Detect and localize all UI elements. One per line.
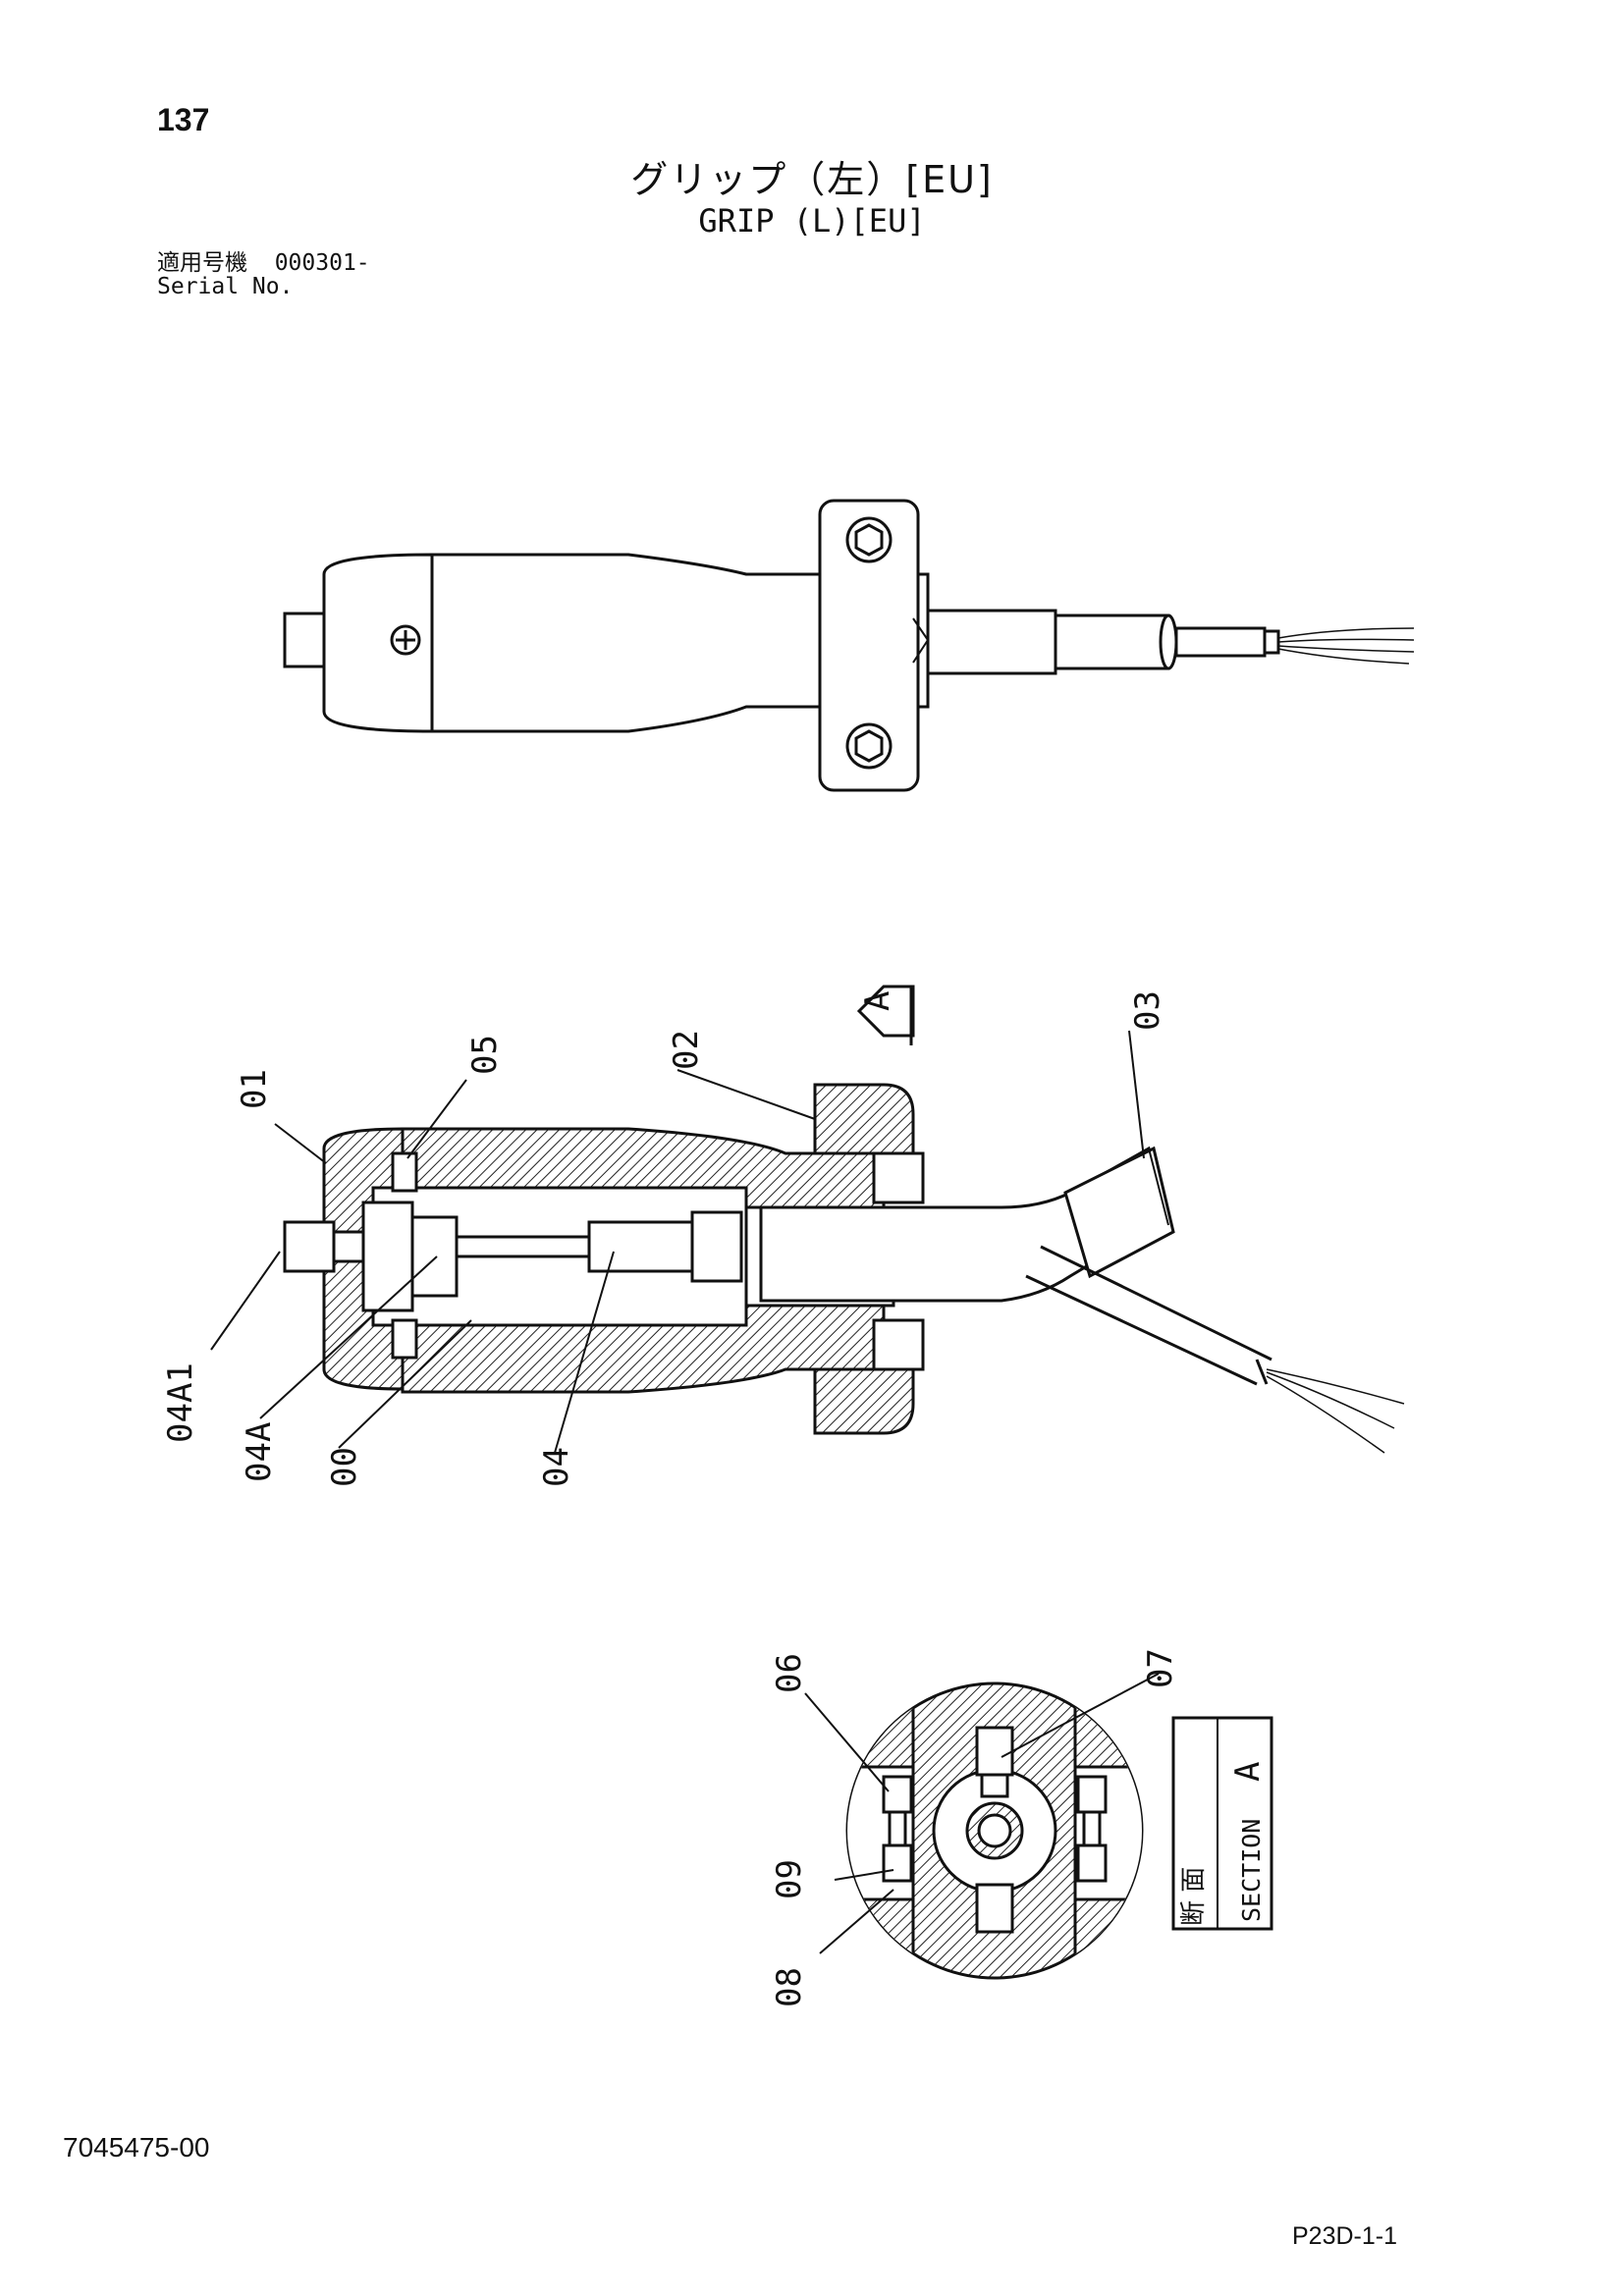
serial-value: 000301- (274, 250, 370, 276)
callout-04: 04 (537, 1447, 576, 1487)
clamp-bolt-upper-icon (845, 516, 893, 563)
leader-lines-section-a (804, 1673, 1160, 1954)
callout-09: 09 (770, 1859, 809, 1899)
section-box-label-en: SECTION (1237, 1819, 1266, 1922)
callout-02: 02 (667, 1030, 706, 1070)
callout-03: 03 (1128, 990, 1167, 1031)
grip-top-end-cap (283, 612, 326, 668)
callout-04A1: 04A1 (161, 1362, 200, 1443)
grip-top-shaft (926, 609, 1057, 675)
callout-01: 01 (235, 1069, 274, 1109)
page-reference: P23D-1-1 (1292, 2222, 1397, 2250)
serial-label-jp: 適用号機 (157, 250, 247, 276)
callout-04A: 04A (240, 1422, 279, 1482)
section-box-letter: A (1228, 1762, 1268, 1782)
section-box-label-jp: 断 面 (1179, 1867, 1209, 1926)
title-english: GRIP (L)[EU] (698, 202, 926, 240)
section-clamp-upper (813, 1083, 915, 1155)
callout-07: 07 (1141, 1648, 1180, 1688)
grip-top-body (430, 553, 822, 733)
section-button (283, 1220, 336, 1273)
serial-info: 適用号機 000301- Serial No. (157, 251, 370, 298)
document-code: 7045475-00 (63, 2132, 210, 2163)
leader-lines-section (210, 1030, 1145, 1454)
section-wires (1266, 1368, 1405, 1454)
serial-label-en: Serial No. (157, 274, 294, 299)
section-marker-letter: A (858, 991, 897, 1011)
callout-05: 05 (465, 1035, 505, 1075)
clamp-bolt-lower-icon (845, 722, 893, 770)
title-japanese: グリップ（左）[EU] (630, 158, 994, 201)
section-a-view (845, 1682, 1144, 1980)
page-number: 137 (157, 102, 210, 137)
section-clamp-lower (813, 1367, 915, 1435)
section-box (1171, 1716, 1273, 1931)
grip-top-tube (1054, 614, 1170, 670)
section-cable (1025, 1245, 1272, 1386)
callout-06: 06 (770, 1653, 809, 1693)
section-marker (856, 985, 915, 1038)
callout-00: 00 (325, 1447, 364, 1487)
wire-bundle-top (1277, 627, 1415, 665)
grip-section-view (283, 1083, 1175, 1435)
callout-08: 08 (770, 1967, 809, 2007)
grip-top-view (283, 499, 1280, 792)
